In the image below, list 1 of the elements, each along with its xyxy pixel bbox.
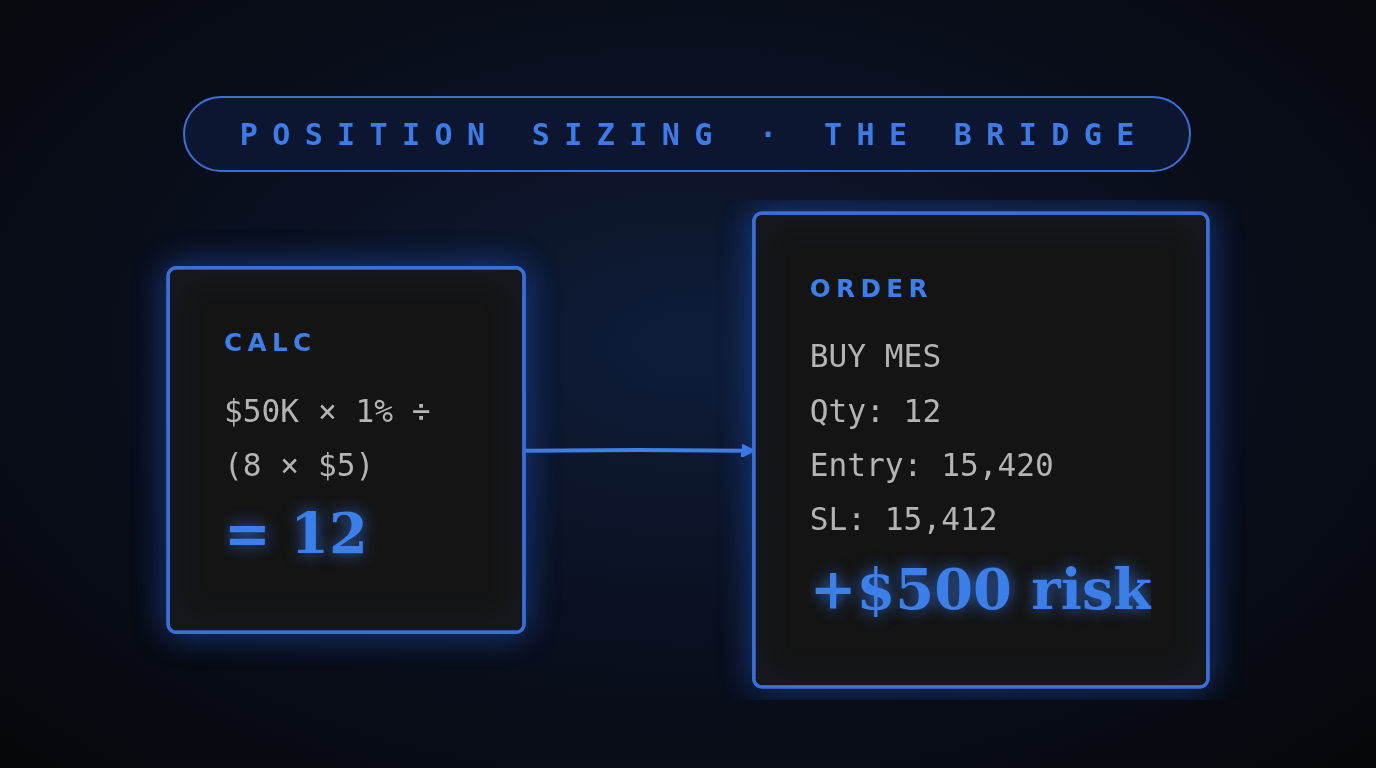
title: POSITION SIZING · THE BRIDGE (239, 116, 1149, 152)
